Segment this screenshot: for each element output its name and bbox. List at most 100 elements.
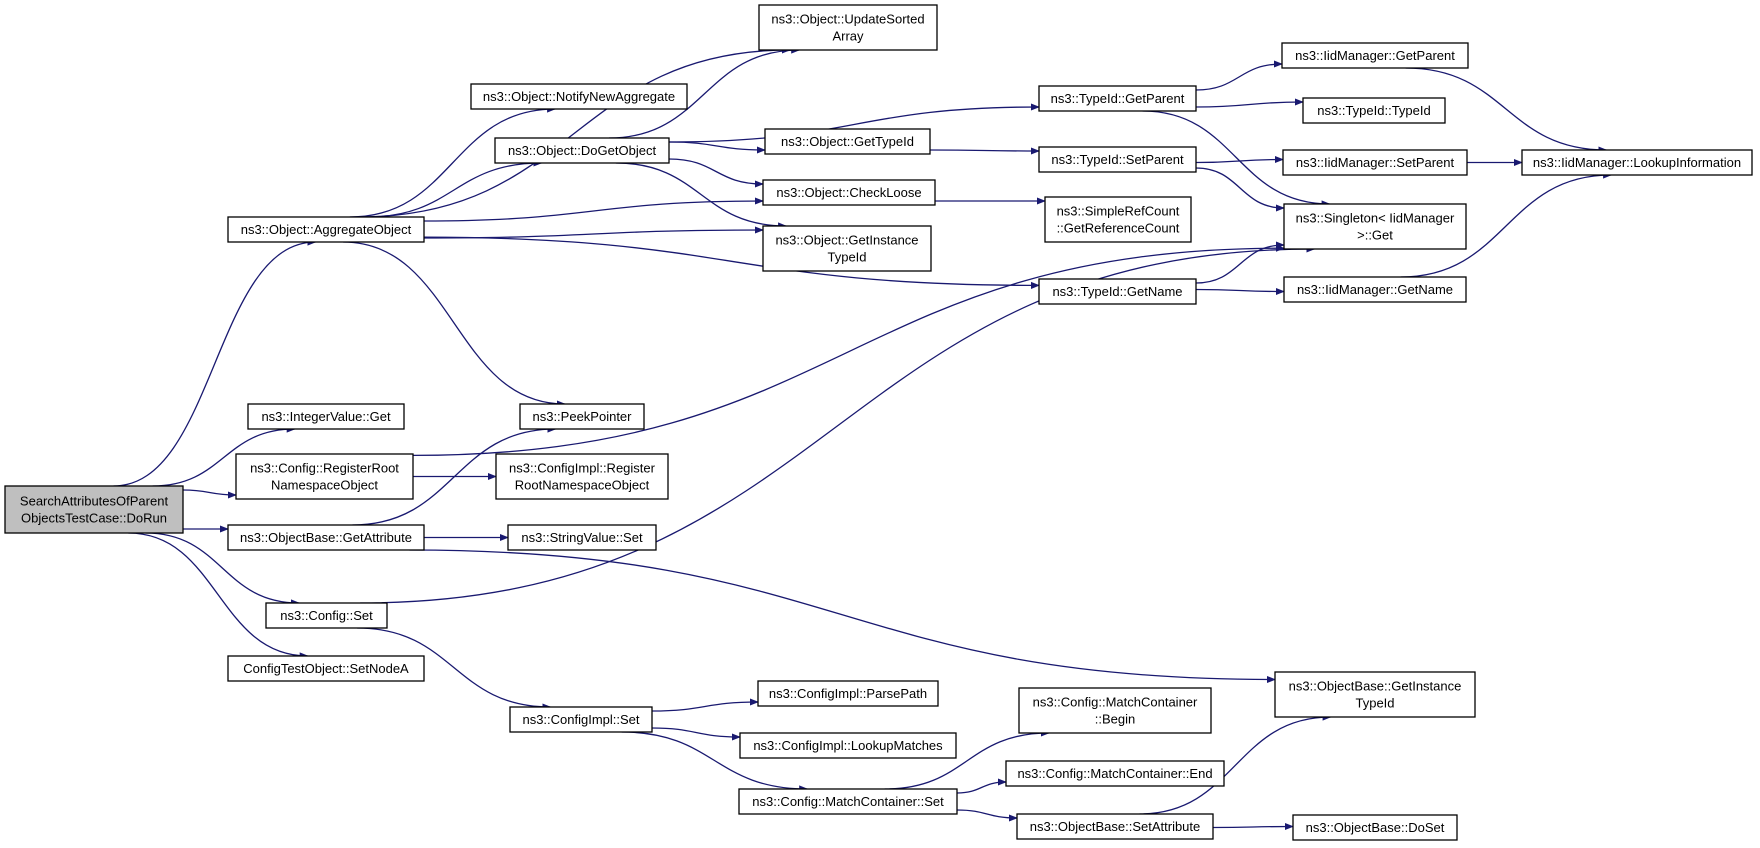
node-box[interactable] [764,128,931,155]
node-cfgset[interactable]: ns3::Config::Set [265,602,388,629]
edge-tsetparent-to-iidsetparent [1195,155,1284,164]
node-mcbegin[interactable]: ns3::Config::MatchContainer::Begin [1018,687,1212,734]
node-box[interactable] [1038,278,1197,305]
node-label: ns3::IntegerValue::Get [261,409,391,424]
node-label: ns3::ObjectBase::GetInstance [1289,679,1462,694]
node-box[interactable] [757,680,939,707]
edge-mcset-to-mcbegin [884,729,1050,790]
node-refcount[interactable]: ns3::SimpleRefCount::GetReferenceCount [1044,196,1192,243]
node-box[interactable] [235,453,414,500]
node-obdoset[interactable]: ns3::ObjectBase::DoSet [1292,814,1458,841]
node-mcset[interactable]: ns3::Config::MatchContainer::Set [738,788,958,815]
node-box[interactable] [227,216,425,243]
node-box[interactable] [738,788,958,815]
node-box[interactable] [762,225,932,272]
node-lookupinfo[interactable]: ns3::IidManager::LookupInformation [1521,149,1753,176]
edge-dogetobj-to-updsorted [608,46,801,139]
node-obgetattr[interactable]: ns3::ObjectBase::GetAttribute [227,524,425,551]
node-box[interactable] [1038,146,1197,173]
node-parsepath[interactable]: ns3::ConfigImpl::ParsePath [757,680,939,707]
node-box[interactable] [494,137,670,164]
node-box[interactable] [1281,42,1469,69]
node-box[interactable] [1283,276,1467,303]
node-box[interactable] [1274,671,1476,718]
node-box[interactable] [762,179,936,206]
node-dogetobj[interactable]: ns3::Object::DoGetObject [494,137,670,164]
node-label: ns3::StringValue::Set [521,530,643,545]
node-singleton[interactable]: ns3::Singleton< IidManager>::Get [1283,203,1467,250]
edge-cfgimplset-to-lookupm [651,727,741,741]
node-aggregate[interactable]: ns3::Object::AggregateObject [227,216,425,243]
node-box[interactable] [1292,814,1458,841]
node-box[interactable] [1282,149,1468,176]
node-box[interactable] [1005,760,1225,787]
node-obsetattr[interactable]: ns3::ObjectBase::SetAttribute [1016,813,1214,840]
node-box[interactable] [247,403,405,430]
node-box[interactable] [1521,149,1753,176]
edge-tgetparent-to-singleton [1142,110,1331,208]
node-label: ns3::Config::Set [280,608,373,623]
edge-gettypeid-to-tsetparent [929,147,1040,155]
edge-iidgetname-to-lookupinfo [1400,171,1613,278]
node-box[interactable] [470,83,688,110]
edge-obsetattr-to-obgetinsttid [1139,713,1332,815]
node-iidgetname[interactable]: ns3::IidManager::GetName [1283,276,1467,303]
node-strset[interactable]: ns3::StringValue::Set [507,524,657,551]
node-gettypeid[interactable]: ns3::Object::GetTypeId [764,128,931,155]
node-lookupm[interactable]: ns3::ConfigImpl::LookupMatches [739,732,957,759]
node-label: >::Get [1357,228,1393,243]
node-box[interactable] [1018,687,1212,734]
node-cfgimplreg[interactable]: ns3::ConfigImpl::RegisterRootNamespaceOb… [495,453,669,500]
node-label: ns3::IidManager::LookupInformation [1533,155,1741,170]
node-tsetparent[interactable]: ns3::TypeId::SetParent [1038,146,1197,173]
node-peek[interactable]: ns3::PeekPointer [519,403,645,430]
node-box[interactable] [509,706,653,733]
edge-cfgset-to-singleton [360,245,1316,604]
edge-root-to-intget [152,425,296,487]
node-label: ns3::TypeId::TypeId [1317,103,1430,118]
node-label: TypeId [827,250,866,265]
node-box[interactable] [265,602,388,629]
node-box[interactable] [227,524,425,551]
node-label: Array [832,29,864,44]
node-label: ns3::Config::MatchContainer::End [1017,766,1212,781]
node-box[interactable] [227,655,425,682]
nodes-layer: SearchAttributesOfParentObjectsTestCase:… [4,4,1753,841]
node-box[interactable] [739,732,957,759]
node-box[interactable] [519,403,645,430]
node-iidsetparent[interactable]: ns3::IidManager::SetParent [1282,149,1468,176]
edge-cfgset-to-cfgimplset [357,627,552,711]
node-label: ns3::IidManager::GetName [1297,282,1453,297]
edges-layer [113,46,1613,831]
edge-tgetparent-to-ttypeid [1195,98,1304,108]
node-intget[interactable]: ns3::IntegerValue::Get [247,403,405,430]
edge-root-to-cfgset [145,532,300,607]
node-tgetparent[interactable]: ns3::TypeId::GetParent [1038,85,1197,112]
node-ttypeid[interactable]: ns3::TypeId::TypeId [1302,97,1446,124]
node-setnodea[interactable]: ConfigTestObject::SetNodeA [227,655,425,682]
node-box[interactable] [495,453,669,500]
node-notify[interactable]: ns3::Object::NotifyNewAggregate [470,83,688,110]
node-mcend[interactable]: ns3::Config::MatchContainer::End [1005,760,1225,787]
node-root[interactable]: SearchAttributesOfParentObjectsTestCase:… [4,485,184,534]
node-box[interactable] [758,4,938,51]
node-iidgetparent[interactable]: ns3::IidManager::GetParent [1281,42,1469,69]
node-box[interactable] [1283,203,1467,250]
node-label: ns3::Config::MatchContainer [1033,695,1198,710]
node-box[interactable] [4,485,184,534]
node-label: ns3::ConfigImpl::Set [522,712,639,727]
node-box[interactable] [507,524,657,551]
node-tgetname[interactable]: ns3::TypeId::GetName [1038,278,1197,305]
node-box[interactable] [1044,196,1192,243]
node-box[interactable] [1016,813,1214,840]
node-box[interactable] [1038,85,1197,112]
node-checkloose[interactable]: ns3::Object::CheckLoose [762,179,936,206]
edge-obgetattr-to-peek [352,425,557,526]
node-cfgimplset[interactable]: ns3::ConfigImpl::Set [509,706,653,733]
node-label: ns3::Object::DoGetObject [508,143,657,158]
node-box[interactable] [1302,97,1446,124]
